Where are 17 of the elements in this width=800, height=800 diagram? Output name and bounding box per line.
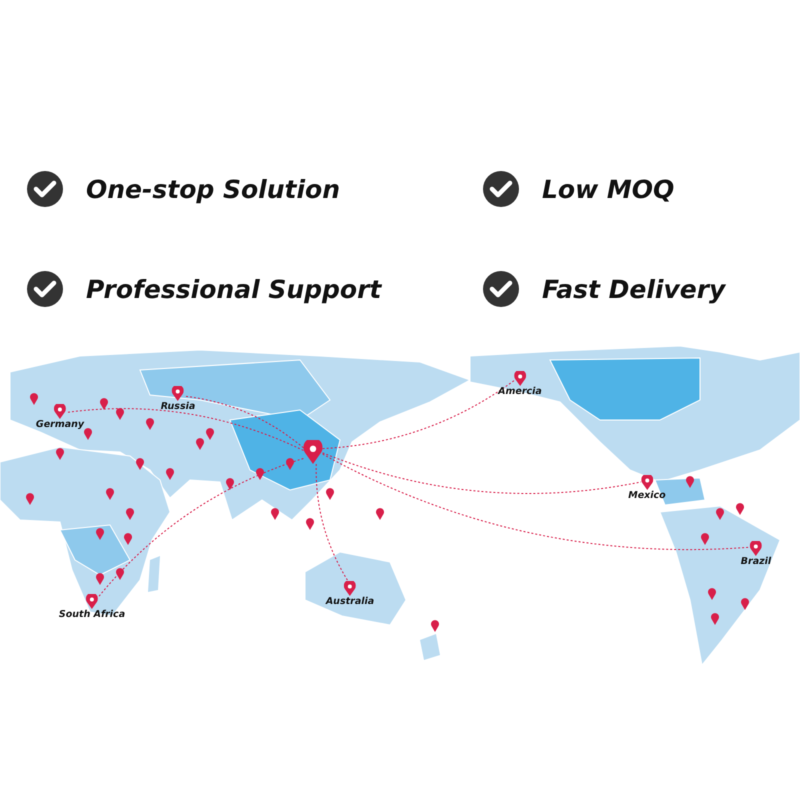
- route-line: [316, 464, 348, 582]
- route-line: [322, 454, 750, 550]
- route-line: [322, 452, 642, 494]
- feature-text: Fast Delivery: [542, 274, 726, 304]
- place-name: South Africa: [58, 609, 126, 620]
- feature-text: Low MOQ: [542, 174, 674, 204]
- feature-text: Professional Support: [86, 274, 382, 304]
- place-name: Amercia: [498, 386, 542, 397]
- route-line: [98, 458, 304, 598]
- feature-text: One-stop Solution: [86, 174, 340, 204]
- place-name: Germany: [36, 419, 84, 430]
- place-name: Australia: [326, 596, 374, 607]
- place-name: Russia: [160, 401, 196, 412]
- place-name: Brazil: [740, 556, 772, 567]
- route-line: [184, 396, 304, 448]
- route-line: [66, 408, 304, 451]
- place-name: Mexico: [628, 490, 666, 501]
